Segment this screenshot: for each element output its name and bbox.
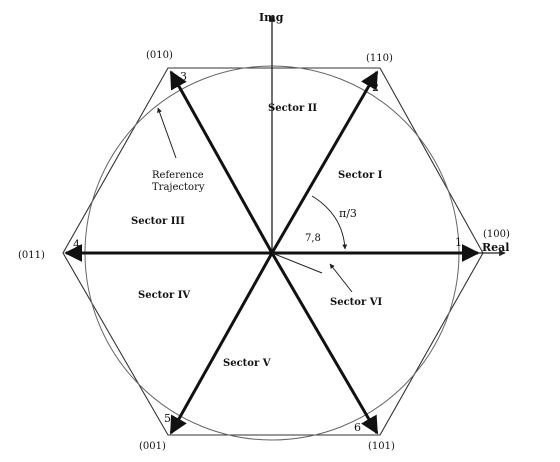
vector-101-line <box>270 252 379 435</box>
hexagon-outline <box>62 67 484 436</box>
vector-code-001: (001) <box>139 441 166 452</box>
imag-axis-label: Img <box>259 11 284 24</box>
sector-label-v: Sector V <box>223 358 271 369</box>
sector-label-iii: Sector III <box>131 216 185 227</box>
vector-num-4: 4 <box>73 238 80 251</box>
vector-num-6: 6 <box>354 421 361 434</box>
vector-num-3: 3 <box>180 70 187 83</box>
real-axis-label: Real <box>482 241 509 254</box>
vector-code-011: (011) <box>18 250 45 261</box>
reference-label-line1: Reference <box>152 170 204 181</box>
reference-label-line2: Trajectory <box>152 182 205 193</box>
sector-label-ii: Sector II <box>268 103 317 114</box>
vector-num-2: 2 <box>372 81 379 94</box>
zero-vectors-label: 7,8 <box>305 233 321 244</box>
vector-010-line <box>169 70 274 254</box>
sector-label-iv: Sector IV <box>138 290 190 301</box>
vector-num-1: 1 <box>455 236 462 249</box>
vector-code-010: (010) <box>146 50 173 61</box>
vector-001-line <box>169 252 274 435</box>
angle-label: π/3 <box>339 207 357 220</box>
sector-vi-pointer <box>329 263 353 293</box>
vector-code-110: (110) <box>366 53 393 64</box>
vector-num-5: 5 <box>164 412 171 425</box>
sector-label-i: Sector I <box>338 170 383 181</box>
angle-arc <box>311 195 348 250</box>
sector-label-vi: Sector VI <box>330 297 382 308</box>
vector-110-line <box>270 70 379 254</box>
reference-vector-line <box>271 252 323 274</box>
vector-code-101: (101) <box>368 441 395 452</box>
vector-code-100: (100) <box>483 229 510 240</box>
reference-pointer <box>157 107 177 159</box>
